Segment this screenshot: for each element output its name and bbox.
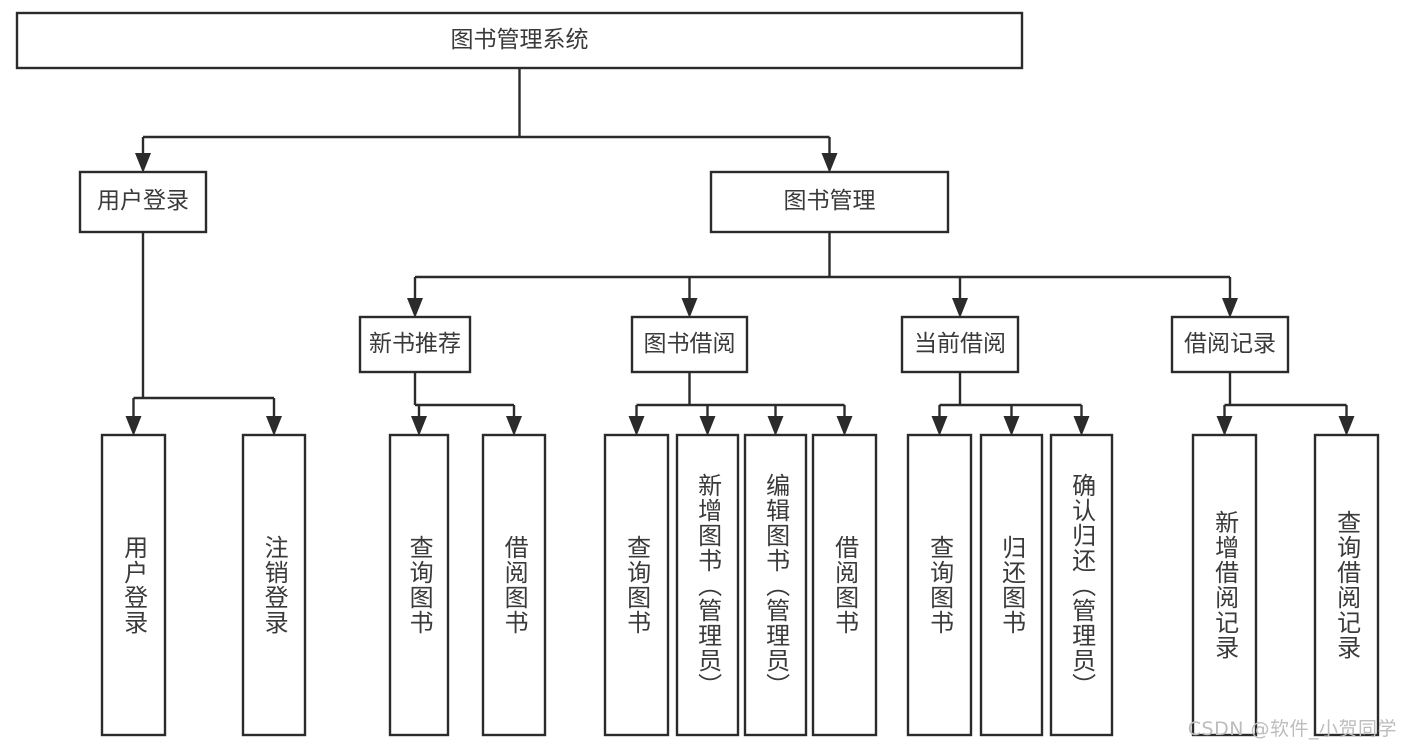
arrow-head-icon [506,416,522,436]
node-box-leaf-borrow-book-1[interactable] [481,433,547,737]
arrow-head-icon [411,416,427,436]
node-box-leaf-add-record[interactable] [1191,433,1258,737]
arrow-head-icon [266,416,282,436]
node-box-new-book[interactable] [358,315,472,374]
arrow-head-icon [1216,416,1233,436]
connector-layer [125,68,1355,436]
node-box-leaf-query-record[interactable] [1313,433,1380,737]
node-box-leaf-borrow-book-2[interactable] [811,433,878,737]
node-box-leaf-query-book-3[interactable] [906,433,973,737]
node-box-leaf-query-book-1[interactable] [388,433,450,737]
arrow-head-icon [125,416,142,436]
arrow-head-icon [767,416,784,436]
node-box-book-borrow[interactable] [630,315,749,374]
arrow-head-icon [931,416,948,436]
arrow-head-icon [952,298,968,318]
arrow-head-icon [836,416,853,436]
box-layer [15,11,1380,737]
node-box-current-borrow[interactable] [900,315,1020,374]
arrow-head-icon [699,416,716,436]
node-box-leaf-add-book[interactable] [675,433,740,737]
arrow-head-icon [628,416,645,436]
node-box-leaf-return-book[interactable] [979,433,1044,737]
node-box-leaf-logout[interactable] [241,433,307,737]
arrow-head-icon [1338,416,1355,436]
arrow-head-icon [407,298,423,318]
arrow-head-icon [1003,416,1020,436]
node-box-leaf-edit-book[interactable] [743,433,808,737]
arrow-head-icon [135,153,151,173]
watermark: CSDN @软件_小贺同学 [1187,718,1397,740]
arrow-head-icon [821,153,838,173]
node-box-user-login[interactable] [78,170,208,234]
node-box-leaf-confirm-return[interactable] [1049,433,1114,737]
arrow-head-icon [681,298,698,318]
arrow-head-icon [1222,298,1238,318]
arrow-head-icon [1073,416,1090,436]
node-box-borrow-record[interactable] [1170,315,1290,374]
node-box-leaf-query-book-2[interactable] [603,433,670,737]
node-box-root[interactable] [15,11,1024,70]
node-box-book-manage[interactable] [709,170,950,234]
node-box-leaf-user-login[interactable] [100,433,167,737]
